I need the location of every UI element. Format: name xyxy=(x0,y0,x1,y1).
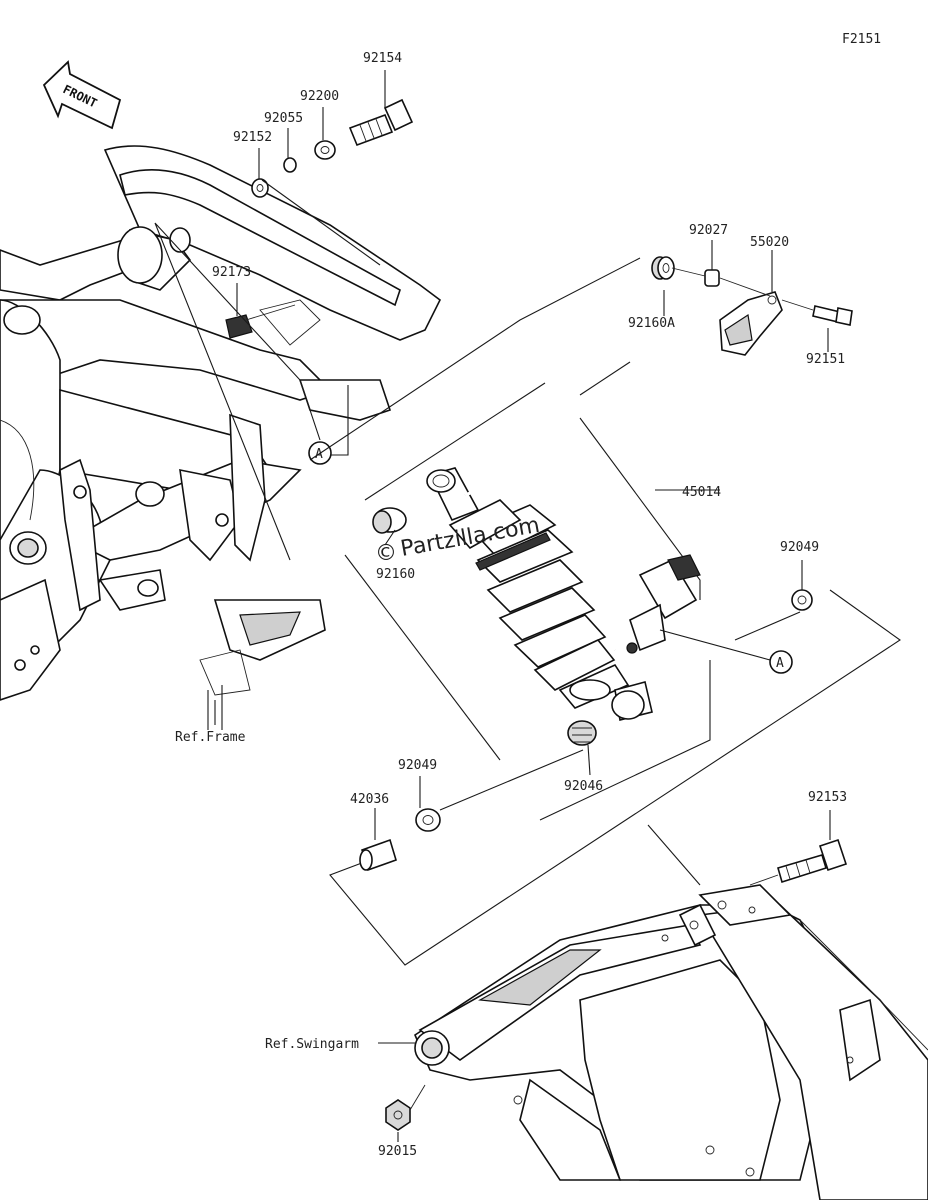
nut-92015 xyxy=(385,1084,426,1142)
label-92049-left: 92049 xyxy=(398,758,437,773)
label-92027: 92027 xyxy=(689,223,728,238)
collar-92027 xyxy=(704,269,720,287)
bolt-92151 xyxy=(812,305,853,326)
front-arrow-icon: FRONT xyxy=(42,60,122,130)
bolt-92153 xyxy=(749,810,848,886)
shock-body xyxy=(448,499,630,709)
collar-92049-right xyxy=(791,589,813,611)
label-92046: 92046 xyxy=(564,779,603,794)
label-92154: 92154 xyxy=(363,51,402,66)
collar-92049-left xyxy=(415,808,441,832)
bracket-group xyxy=(309,240,853,461)
label-92055: 92055 xyxy=(264,111,303,126)
label-55020: 55020 xyxy=(750,235,789,250)
shock-bottom-eye xyxy=(611,681,653,721)
reservoir xyxy=(626,554,701,654)
nut-92152 xyxy=(251,178,269,198)
callout-a-shock-symbol: A xyxy=(776,656,784,671)
swingarm-drawing xyxy=(414,884,928,1200)
shock-top-eye xyxy=(426,467,480,522)
label-92160: 92160 xyxy=(376,567,415,582)
label-92015: 92015 xyxy=(378,1144,417,1159)
bushing-92160A xyxy=(651,256,675,280)
callout-a-shock: A xyxy=(659,629,793,674)
washer-92055 xyxy=(283,157,297,173)
spacer-42036 xyxy=(359,838,397,872)
bracket-55020 xyxy=(719,291,783,356)
diagram-id: F2151 xyxy=(842,32,881,47)
spring-coils xyxy=(470,504,616,691)
label-ref-frame: Ref.Frame xyxy=(175,730,246,745)
label-92173: 92173 xyxy=(212,265,251,280)
shock-absorber-45014 xyxy=(344,361,710,761)
reservoir-line-hose xyxy=(464,488,617,651)
frame-drawing xyxy=(0,145,442,701)
label-92152: 92152 xyxy=(233,130,272,145)
bushing-top-92160 xyxy=(372,507,407,534)
lower-mount-group xyxy=(329,560,901,966)
watermark-symbol: © xyxy=(375,541,397,566)
label-92200: 92200 xyxy=(300,89,339,104)
label-92049-right: 92049 xyxy=(780,540,819,555)
label-45014: 45014 xyxy=(682,485,721,500)
bearing-92046 xyxy=(567,720,597,746)
label-92160A: 92160A xyxy=(628,316,675,331)
label-ref-swingarm: Ref.Swingarm xyxy=(265,1037,359,1052)
label-92151: 92151 xyxy=(806,352,845,367)
label-92153: 92153 xyxy=(808,790,847,805)
washer-92200 xyxy=(314,140,336,160)
label-42036: 42036 xyxy=(350,792,389,807)
bolt-92154 xyxy=(348,98,414,147)
